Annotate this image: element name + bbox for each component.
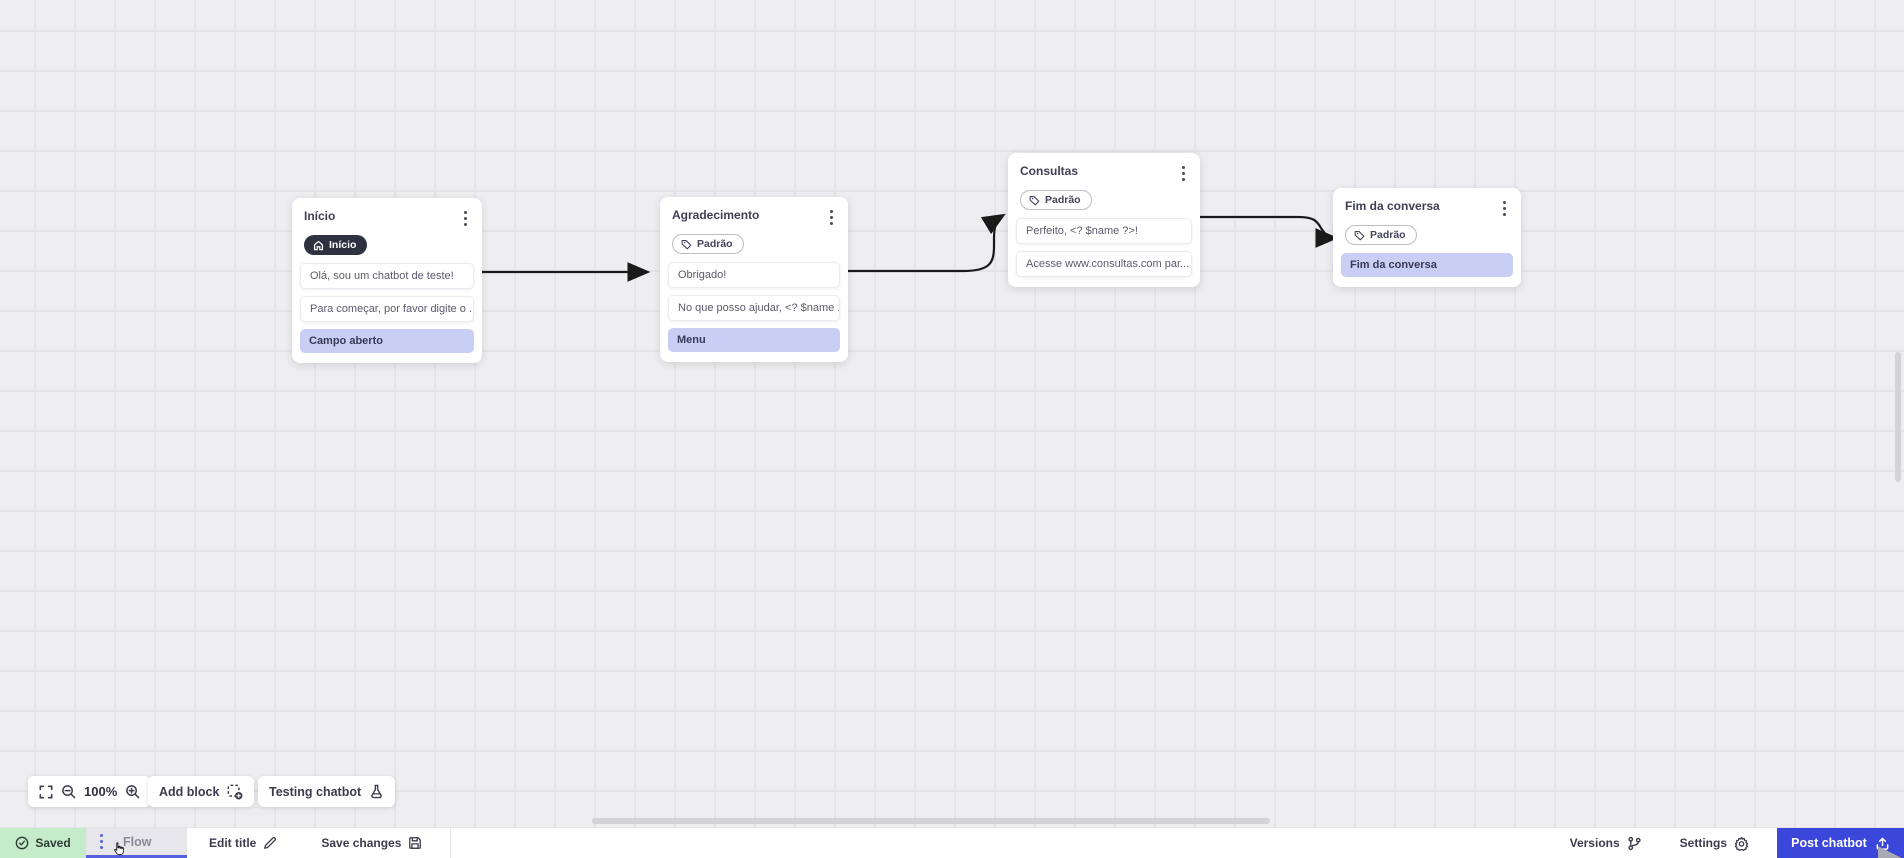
statusbar-divider	[450, 828, 452, 858]
message-bubble[interactable]: Para começar, por favor digite o ...	[300, 295, 474, 322]
vertical-scrollbar[interactable]	[1895, 352, 1901, 482]
tab-flow[interactable]: Flow	[86, 828, 187, 858]
padrao-badge: Padrão	[1345, 225, 1417, 245]
node-header: Início	[300, 207, 474, 228]
zoom-controls: 100%	[28, 776, 152, 807]
flow-tab-menu-icon[interactable]	[96, 832, 107, 851]
add-block-button[interactable]: Add block	[148, 776, 255, 807]
tag-icon	[1029, 195, 1040, 206]
zoom-in-icon[interactable]	[125, 784, 140, 799]
check-circle-icon	[15, 836, 29, 850]
flow-node-agradecimento[interactable]: Agradecimento Padrão Obrigado! No que po…	[660, 197, 848, 362]
versions-button[interactable]: Versions	[1564, 828, 1648, 858]
node-header: Consultas	[1016, 162, 1192, 183]
node-header: Agradecimento	[668, 206, 840, 227]
edit-title-button[interactable]: Edit title	[203, 828, 283, 858]
node-title: Fim da conversa	[1345, 199, 1440, 213]
horizontal-scrollbar[interactable]	[592, 818, 1270, 824]
node-title: Agradecimento	[672, 208, 760, 222]
message-bubble[interactable]: Acesse www.consultas.com par...	[1016, 250, 1192, 277]
flow-canvas[interactable]: Início Início Olá, sou um chatbot de tes…	[0, 0, 1904, 827]
connection-wires	[480, 213, 1339, 282]
padrao-badge: Padrão	[672, 234, 744, 254]
fullscreen-icon[interactable]	[39, 785, 53, 799]
tag-icon	[681, 239, 692, 250]
saved-label: Saved	[35, 836, 71, 850]
settings-button[interactable]: Settings	[1674, 828, 1755, 858]
save-icon	[408, 836, 422, 850]
output-fim-da-conversa[interactable]: Fim da conversa	[1341, 252, 1513, 277]
node-menu-button[interactable]	[1499, 199, 1510, 218]
flow-node-consultas[interactable]: Consultas Padrão Perfeito, <? $name ?>! …	[1008, 153, 1200, 287]
flask-icon	[369, 784, 384, 799]
flow-tab-label: Flow	[123, 834, 152, 849]
gear-icon	[1734, 836, 1749, 851]
node-title: Consultas	[1020, 164, 1079, 178]
message-bubble[interactable]: Obrigado!	[668, 261, 840, 288]
node-menu-button[interactable]	[460, 209, 471, 228]
output-campo-aberto[interactable]: Campo aberto	[300, 328, 474, 353]
message-bubble[interactable]: Perfeito, <? $name ?>!	[1016, 217, 1192, 244]
bottom-status-bar: Saved Flow Edit title Save changes Versi…	[0, 827, 1904, 858]
tag-icon	[1354, 230, 1365, 241]
node-menu-button[interactable]	[826, 208, 837, 227]
flow-node-fim-da-conversa[interactable]: Fim da conversa Padrão Fim da conversa	[1333, 188, 1521, 287]
wire-agradecimento-consultas	[846, 213, 1006, 273]
saved-status-badge: Saved	[0, 828, 86, 858]
node-header: Fim da conversa	[1341, 197, 1513, 218]
node-menu-button[interactable]	[1178, 164, 1189, 183]
pencil-icon	[263, 836, 277, 850]
zoom-out-icon[interactable]	[61, 784, 76, 799]
add-block-label: Add block	[159, 784, 220, 799]
start-badge: Início	[304, 235, 368, 255]
message-bubble[interactable]: Olá, sou um chatbot de teste!	[300, 262, 474, 289]
home-icon	[313, 240, 324, 251]
testing-chatbot-label: Testing chatbot	[269, 784, 362, 799]
output-menu[interactable]: Menu	[668, 327, 840, 352]
flow-node-inicio[interactable]: Início Início Olá, sou um chatbot de tes…	[292, 198, 482, 363]
add-block-icon	[227, 784, 243, 800]
save-changes-button[interactable]: Save changes	[315, 828, 428, 858]
testing-chatbot-button[interactable]: Testing chatbot	[258, 776, 396, 807]
zoom-level: 100%	[84, 784, 118, 799]
message-bubble[interactable]: No que posso ajudar, <? $name ...	[668, 294, 840, 321]
node-title: Início	[304, 209, 336, 223]
window-corner-fold	[1878, 845, 1904, 858]
statusbar-spacer	[451, 828, 1563, 858]
wire-consultas-fim	[1198, 215, 1339, 248]
git-branch-icon	[1627, 836, 1642, 851]
padrao-badge: Padrão	[1020, 190, 1092, 210]
